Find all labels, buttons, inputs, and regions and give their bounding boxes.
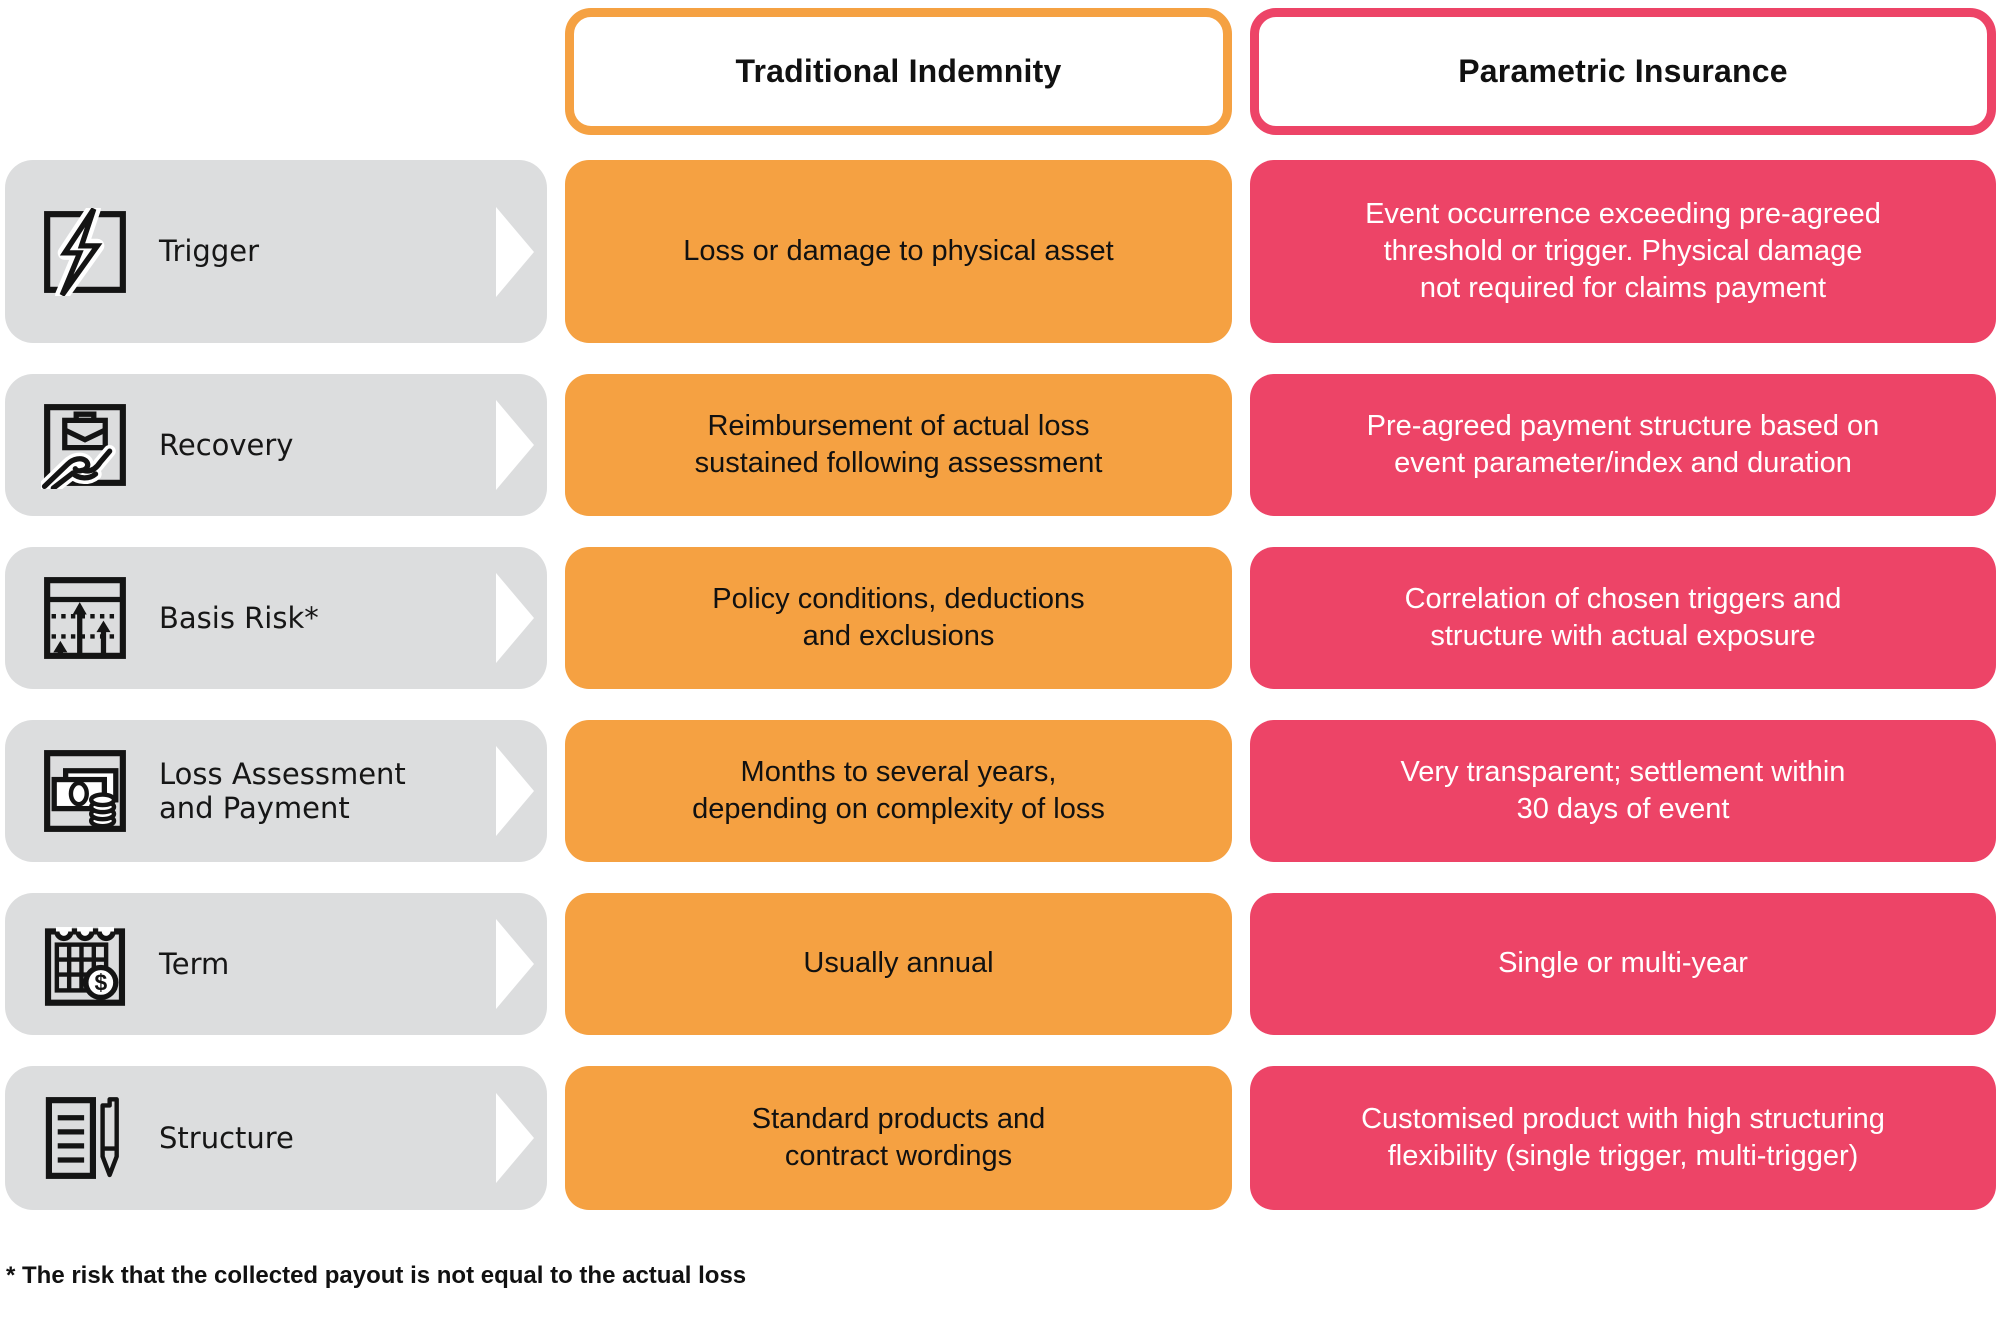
cell-recovery-parametric: Pre-agreed payment structure based on ev… xyxy=(1250,374,1996,516)
row-label-term: $ Term xyxy=(5,893,547,1035)
row-label-text: Loss Assessment and Payment xyxy=(159,756,406,825)
cell-trigger-parametric: Event occurrence exceeding pre-agreed th… xyxy=(1250,160,1996,343)
row-label-text: Structure xyxy=(159,1120,294,1155)
cell-recovery-traditional: Reimbursement of actual loss sustained f… xyxy=(565,374,1232,516)
table-row: Loss Assessment and Payment Months to se… xyxy=(0,720,2008,862)
row-label-basis-risk: Basis Risk* xyxy=(5,547,547,689)
banknotes-coins-icon xyxy=(41,747,129,835)
cell-loss-assessment-parametric: Very transparent; settlement within 30 d… xyxy=(1250,720,1996,862)
table-row: Structure Standard products and contract… xyxy=(0,1066,2008,1210)
cell-term-parametric: Single or multi-year xyxy=(1250,893,1996,1035)
chevron-right-icon xyxy=(496,573,534,663)
document-pen-icon xyxy=(41,1094,129,1182)
row-label-text: Term xyxy=(159,946,230,981)
chevron-right-icon xyxy=(496,206,534,297)
cell-basis-risk-parametric: Correlation of chosen triggers and struc… xyxy=(1250,547,1996,689)
row-label-trigger: Trigger xyxy=(5,160,547,343)
calendar-dollar-icon: $ xyxy=(41,920,129,1008)
chevron-right-icon xyxy=(496,919,534,1009)
cell-basis-risk-traditional: Policy conditions, deductions and exclus… xyxy=(565,547,1232,689)
row-label-text: Recovery xyxy=(159,427,294,462)
table-row: $ Term Usually annual Single or multi-ye… xyxy=(0,893,2008,1035)
cell-term-traditional: Usually annual xyxy=(565,893,1232,1035)
row-label-text: Trigger xyxy=(159,234,260,269)
header-traditional-indemnity: Traditional Indemnity xyxy=(565,8,1232,135)
cell-structure-parametric: Customised product with high structuring… xyxy=(1250,1066,1996,1210)
table-row: Basis Risk* Policy conditions, deduction… xyxy=(0,547,2008,689)
cell-structure-traditional: Standard products and contract wordings xyxy=(565,1066,1232,1210)
row-label-text: Basis Risk* xyxy=(159,600,319,635)
header-parametric-insurance: Parametric Insurance xyxy=(1250,8,1996,135)
chevron-right-icon xyxy=(496,746,534,836)
chevron-right-icon xyxy=(496,1093,534,1183)
svg-text:$: $ xyxy=(94,969,107,995)
lightning-icon xyxy=(41,207,129,296)
chevron-right-icon xyxy=(496,400,534,490)
chart-threshold-arrows-icon xyxy=(41,574,129,662)
cell-trigger-traditional: Loss or damage to physical asset xyxy=(565,160,1232,343)
table-row: Trigger Loss or damage to physical asset… xyxy=(0,160,2008,343)
cell-loss-assessment-traditional: Months to several years, depending on co… xyxy=(565,720,1232,862)
row-label-loss-assessment: Loss Assessment and Payment xyxy=(5,720,547,862)
footnote: * The risk that the collected payout is … xyxy=(6,1262,747,1289)
table-row: Recovery Reimbursement of actual loss su… xyxy=(0,374,2008,516)
hand-briefcase-icon xyxy=(41,401,129,489)
row-label-recovery: Recovery xyxy=(5,374,547,516)
row-label-structure: Structure xyxy=(5,1066,547,1210)
